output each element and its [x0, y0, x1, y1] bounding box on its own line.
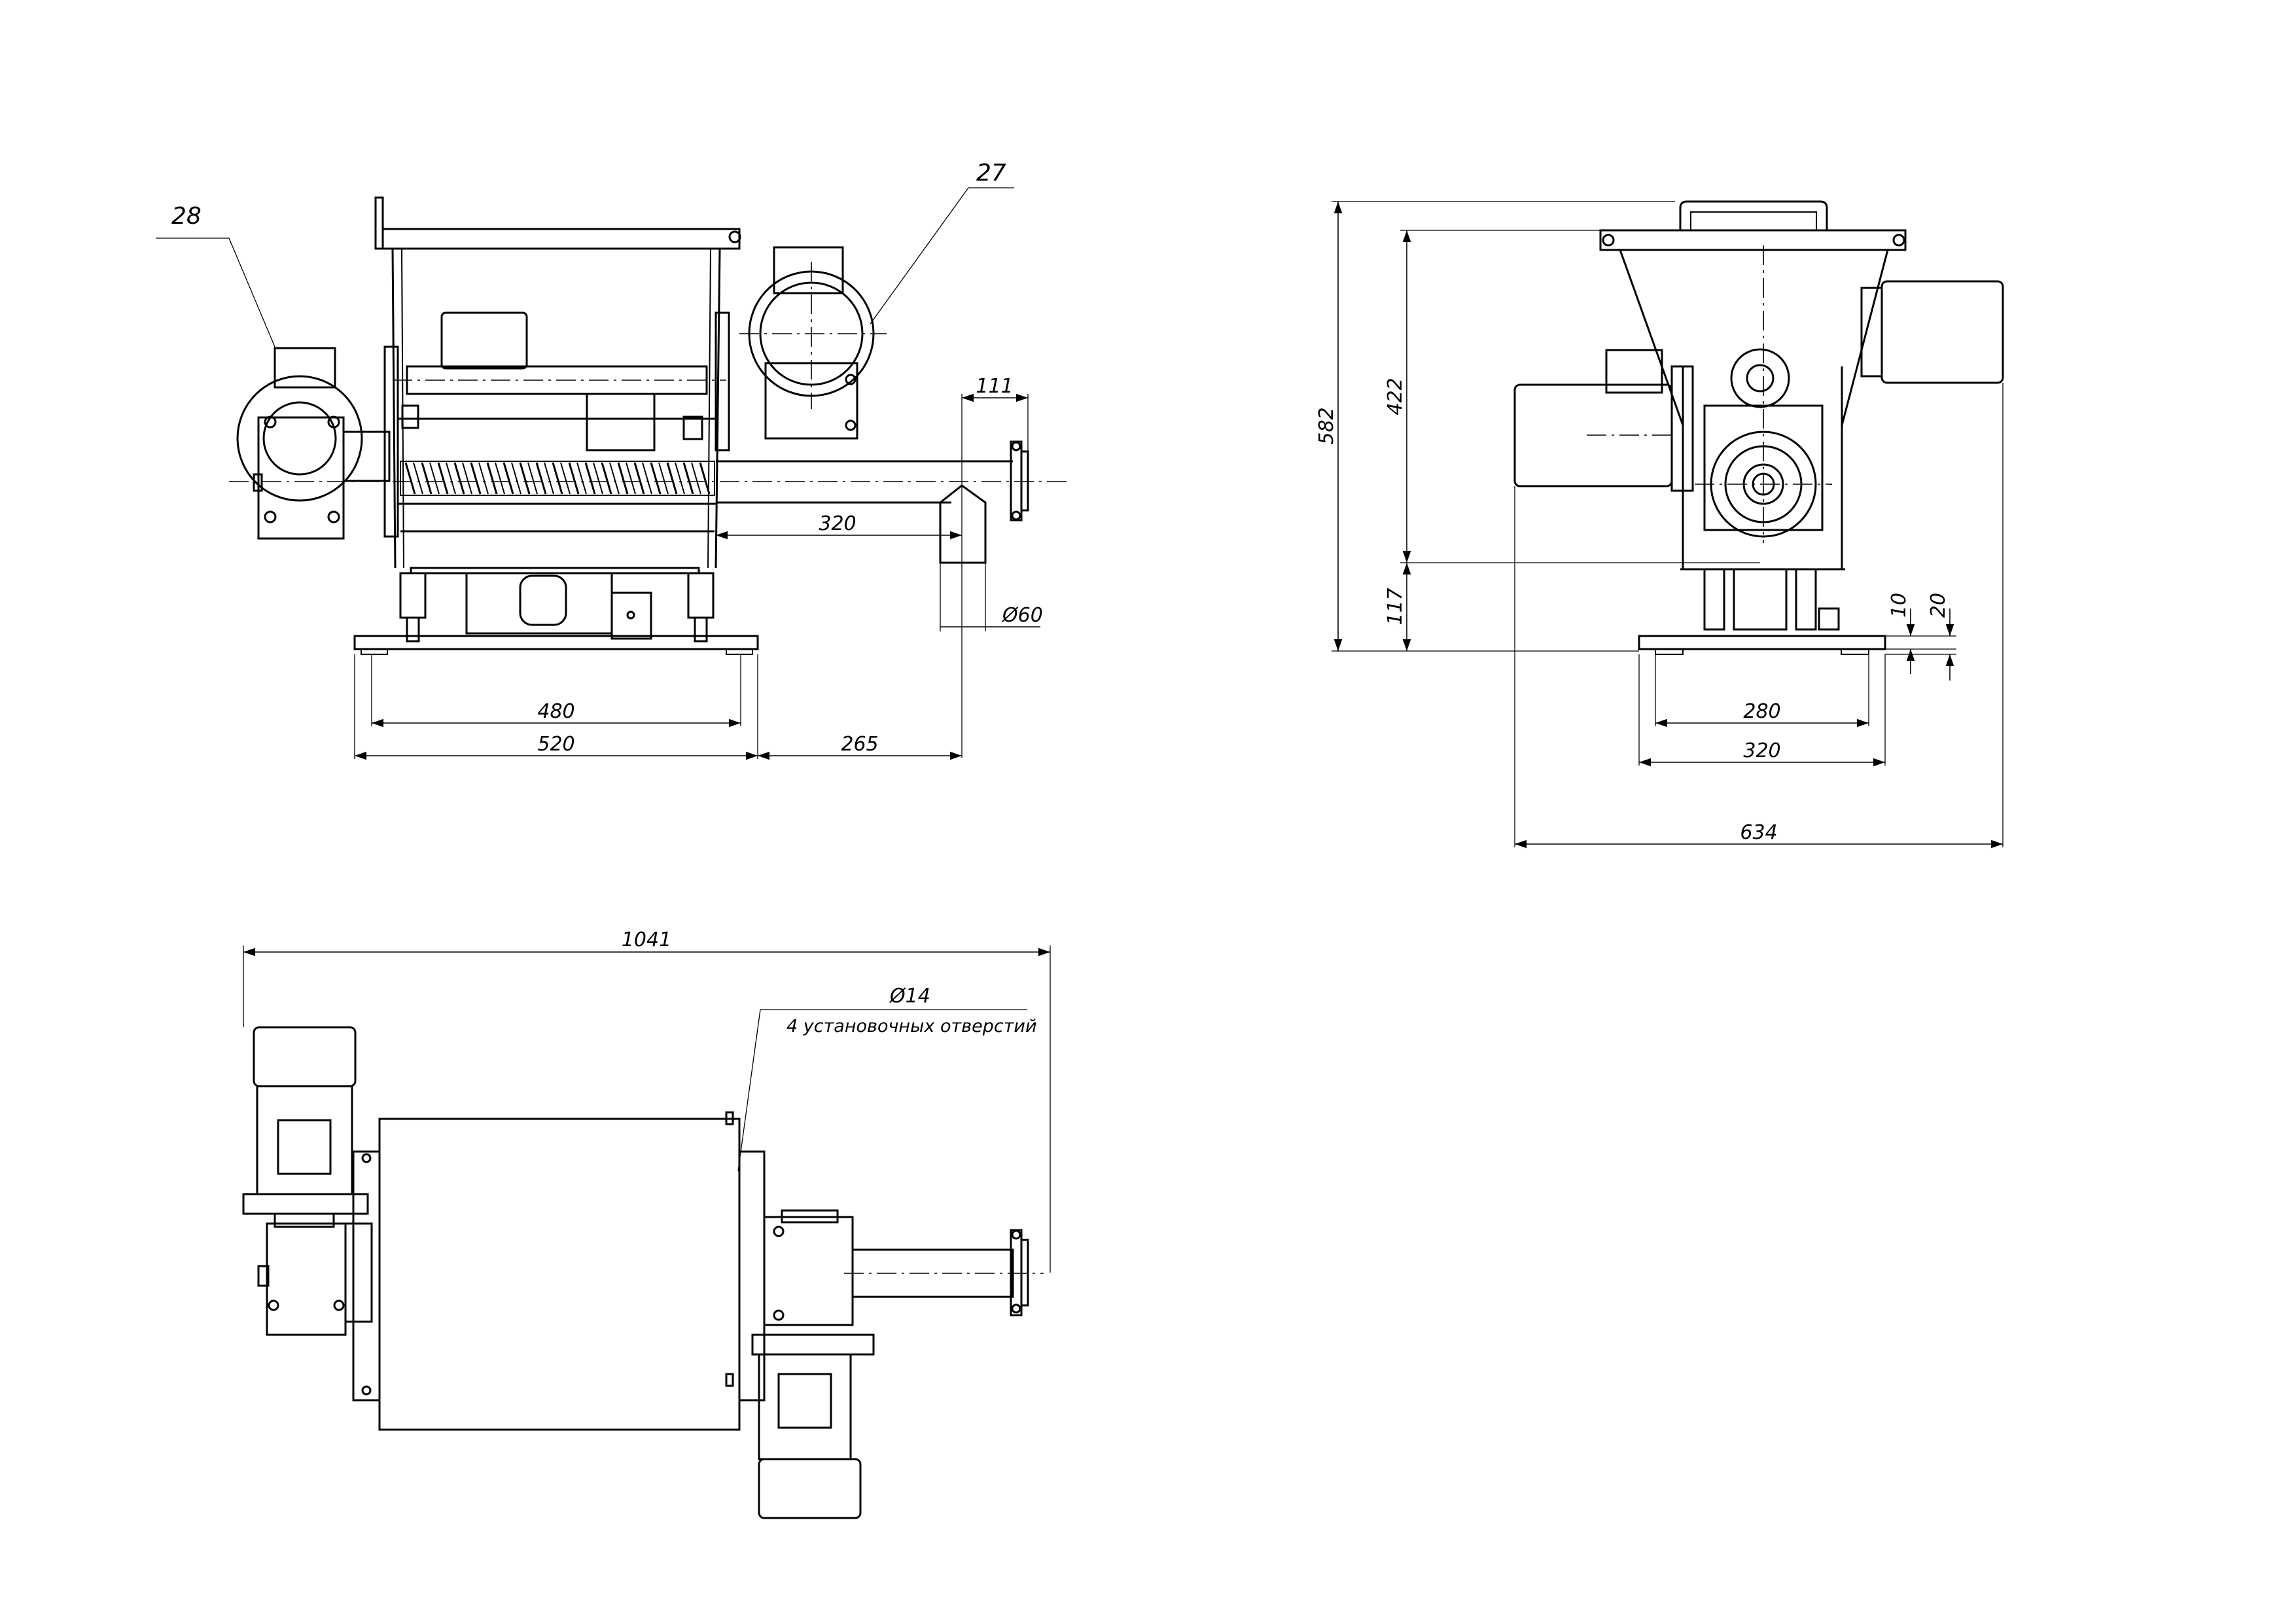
dim-20: 20 — [1927, 593, 1950, 618]
dim-111: 111 — [976, 375, 1013, 398]
dim-582: 582 — [1315, 407, 1338, 444]
dim-422: 422 — [1384, 378, 1407, 415]
top-view: 1041 Ø14 4 установочных отверстий — [242, 928, 1051, 1519]
dim-117: 117 — [1384, 588, 1407, 625]
dim-320-base: 320 — [1743, 739, 1780, 762]
front-view: 28 27 111 320 Ø60 480 520 265 — [156, 160, 1067, 760]
dim-d14: Ø14 — [889, 985, 930, 1008]
callout-28: 28 — [171, 203, 202, 230]
dim-280: 280 — [1743, 700, 1780, 723]
dim-634: 634 — [1740, 821, 1777, 844]
dim-265: 265 — [841, 733, 878, 756]
dim-320-auger: 320 — [819, 512, 856, 535]
dim-520: 520 — [537, 733, 574, 756]
dim-480: 480 — [537, 700, 574, 723]
dim-1041: 1041 — [622, 928, 671, 951]
hole-note: 4 установочных отверстий — [786, 1016, 1037, 1036]
dim-10: 10 — [1888, 593, 1911, 618]
side-view: 582 422 117 10 20 280 320 634 — [1315, 200, 2004, 849]
callout-27: 27 — [976, 160, 1006, 186]
dim-d60: Ø60 — [1001, 604, 1043, 627]
